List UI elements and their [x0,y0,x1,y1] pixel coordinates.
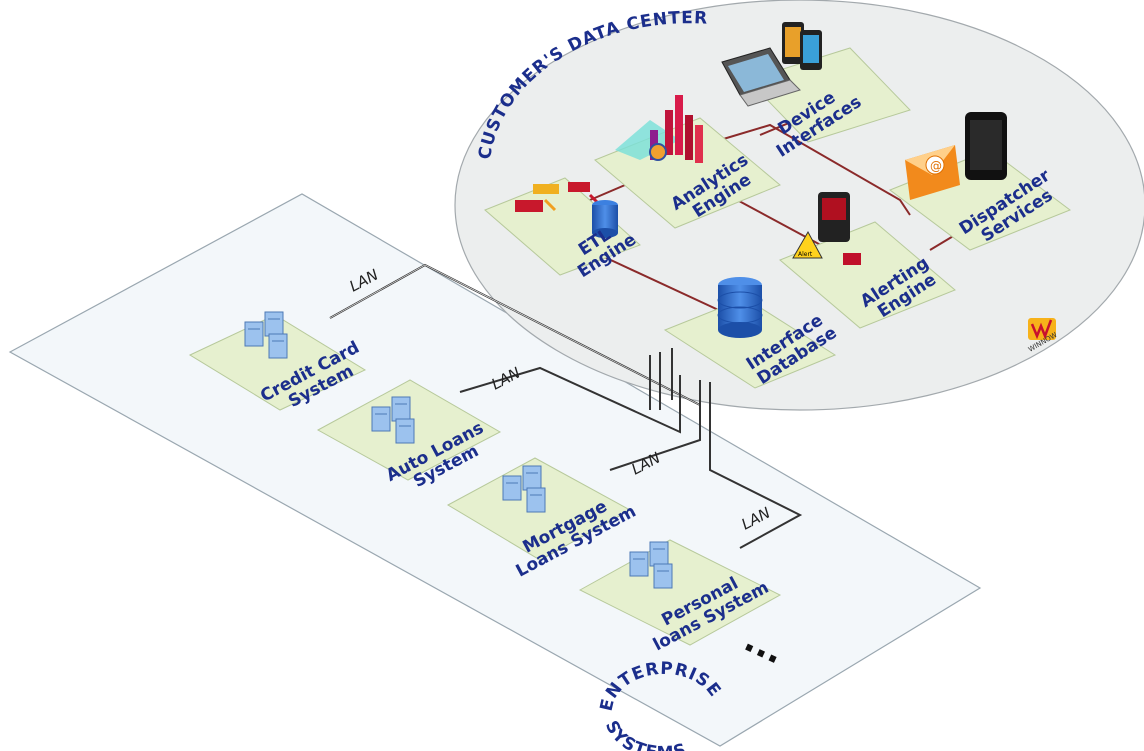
node-analytics-engine[interactable]: Analytics Engine [594,95,781,230]
node-dispatcher-services[interactable]: @ Dispatcher Services [888,112,1072,254]
smartphone-icon [782,22,822,70]
database-icon [717,277,763,338]
chart-3d-icon [615,95,703,163]
node-device-interfaces[interactable]: Device Interfaces [721,22,911,162]
email-icon: @ [905,145,960,200]
svg-text:@: @ [930,159,942,173]
alert-badge-label: Alert [798,251,813,258]
etl-flow-icon [515,182,618,238]
enterprise-title-lower: SYSTEMS [601,718,689,751]
laptop-icon [721,47,801,107]
datacenter-ellipse [454,0,1144,411]
alert-phone-icon: Alert [792,192,861,265]
android-phone-icon [965,112,1007,180]
lan-links [329,263,803,549]
node-etl-engine[interactable]: ETL Engine [484,177,641,282]
